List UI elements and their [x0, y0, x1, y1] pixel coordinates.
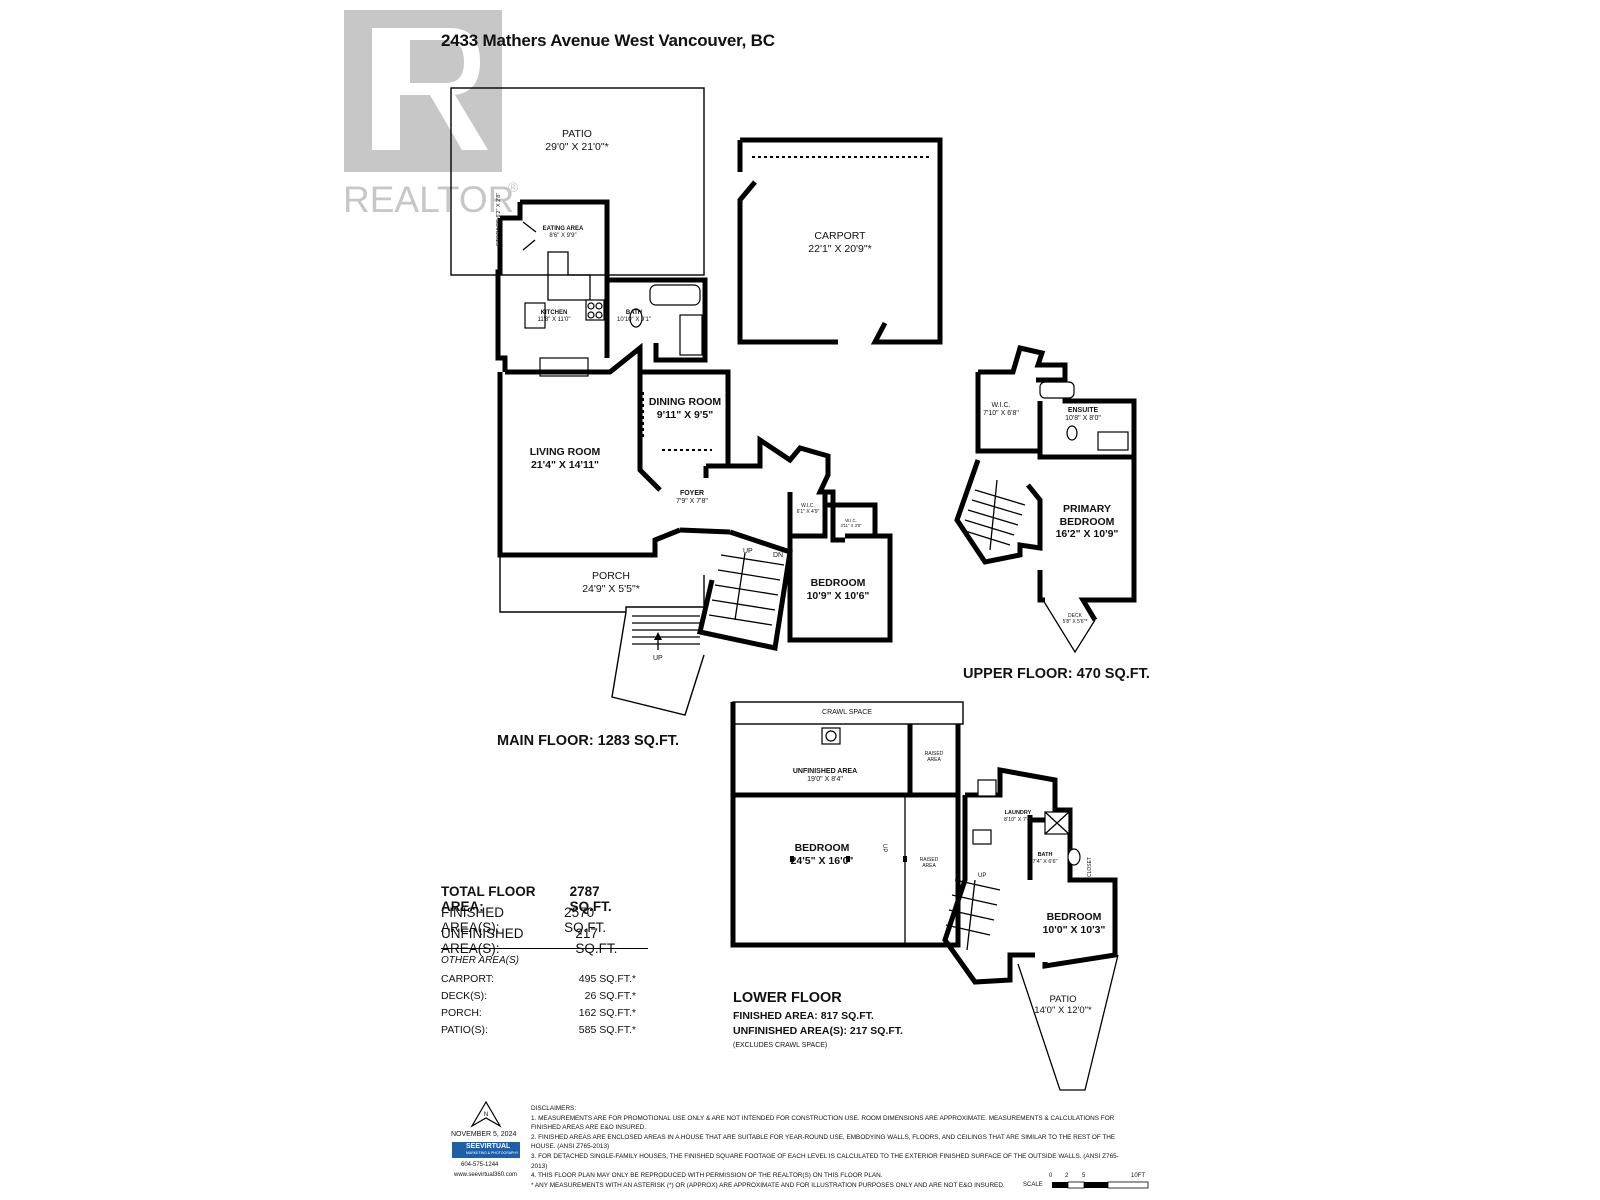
unfinished-area-label: UNFINISHED AREA(S):	[441, 926, 524, 956]
unfinished-area-value: 217 SQ.FT.	[575, 926, 618, 956]
lower-stairs-up-2: UP	[978, 873, 987, 879]
other-area-row: CARPORT:495 SQ.FT.*	[441, 973, 636, 985]
lower-floor-label: LOWER FLOOR	[733, 990, 842, 1006]
lower-finished-area: FINISHED AREA: 817 SQ.FT.	[733, 1010, 874, 1022]
scale-tick-10: 10FT	[1131, 1173, 1146, 1179]
main-floor-plan	[450, 87, 893, 716]
other-area-row: PATIO(S):585 SQ.FT.*	[441, 1024, 636, 1036]
lower-floor-plan	[730, 701, 1119, 1091]
porch-stairs-up-label: UP	[653, 655, 663, 662]
total-floor-area-value: 2787 SQ.FT.	[569, 884, 612, 914]
company-website: www.seevirtual360.com	[454, 1172, 518, 1178]
other-area-row: DECK(S):26 SQ.FT.*	[441, 990, 636, 1002]
company-tagline: MARKETING & PHOTOGRAPHY	[466, 1151, 519, 1155]
scale-bar	[1052, 1181, 1149, 1189]
disclaimers: DISCLAIMERS: 1. MEASUREMENTS ARE FOR PRO…	[531, 1105, 1119, 1189]
room-closet: CLOSET	[1087, 856, 1093, 877]
carport-plan	[737, 137, 943, 345]
scale-title: SCALE	[1023, 1182, 1043, 1188]
stairs-up-label: UP	[743, 548, 753, 555]
upper-floor-plan	[954, 345, 1137, 654]
other-area-row: PORCH:162 SQ.FT.*	[441, 1007, 636, 1019]
unfinished-area-row: UNFINISHED AREA(S): 217 SQ.FT.	[441, 926, 639, 956]
lower-stairs-up-1: UP	[881, 844, 887, 853]
lower-floor-note: (EXCLUDES CRAWL SPACE)	[733, 1042, 828, 1049]
lower-unfinished-area: UNFINISHED AREA(S): 217 SQ.FT.	[733, 1025, 903, 1037]
room-upper-wic: W.I.C.7'10" X 6'8"	[983, 402, 1019, 418]
scale-tick-0: 0	[1049, 1173, 1053, 1179]
north-arrow-label: N	[484, 1112, 488, 1118]
realtor-wordmark: REALTOR	[343, 179, 514, 220]
registered-mark: ®	[508, 179, 519, 195]
property-address: 2433 Mathers Avenue West Vancouver, BC	[441, 31, 775, 50]
finished-area-label: FINISHED AREA(S):	[441, 905, 505, 935]
scale-tick-5: 5	[1082, 1173, 1086, 1179]
north-arrow-icon	[470, 1100, 502, 1128]
company-phone: 604-575-1244	[461, 1162, 499, 1168]
main-floor-label: MAIN FLOOR: 1283 SQ.FT.	[497, 733, 680, 749]
room-storage: STORAGE 6'2" X 2'8"	[496, 192, 502, 246]
finished-area-value: 2570 SQ.FT.	[564, 905, 607, 935]
total-floor-area-label: TOTAL FLOOR AREA:	[441, 884, 536, 914]
finished-area-row: FINISHED AREA(S): 2570 SQ.FT.	[441, 905, 639, 935]
company-logo: SEEVIRTUAL MARKETING & PHOTOGRAPHY	[452, 1142, 520, 1158]
plan-date: NOVEMBER 5, 2024	[451, 1131, 517, 1138]
totals-divider	[441, 948, 648, 949]
room-crawl-space: CRAWL SPACE	[822, 709, 872, 716]
room-wic-2: W.I.C.3'11" X 3'8"	[840, 518, 862, 529]
other-areas-header: OTHER AREA(S)	[441, 955, 519, 966]
total-floor-area-row: TOTAL FLOOR AREA: 2787 SQ.FT.	[441, 884, 639, 914]
company-name: SEEVIRTUAL	[466, 1143, 511, 1150]
upper-floor-label: UPPER FLOOR: 470 SQ.FT.	[963, 666, 1150, 682]
scale-tick-2: 2	[1065, 1173, 1069, 1179]
room-wic-1: W.I.C.6'1" X 4'9"	[796, 503, 820, 515]
realtor-logo: REALTOR ®	[343, 10, 519, 220]
stairs-down-label: DN	[773, 552, 784, 559]
